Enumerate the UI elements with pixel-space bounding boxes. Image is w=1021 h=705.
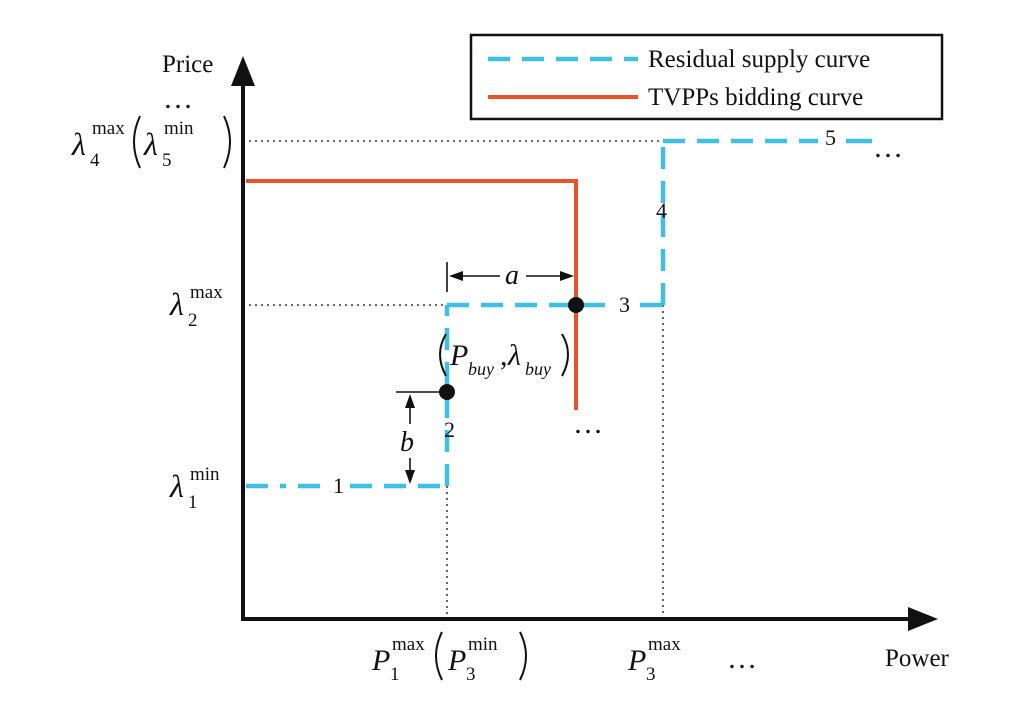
point-label-p-sub: buy (468, 359, 494, 379)
tvpp-curve-line (246, 179, 578, 410)
segment-5-dots: … (873, 131, 903, 164)
annotation-a-label: a (505, 260, 519, 291)
point-label: P buy , λ buy (439, 333, 569, 379)
point-label-lambda: λ (507, 339, 521, 372)
point-label-lambda-sub: buy (525, 359, 551, 379)
annotation-b (396, 391, 444, 484)
segment-label-3: 3 (619, 292, 630, 317)
y-tick-lambda2: λ 2 max (169, 282, 223, 331)
axes (241, 84, 912, 621)
p1-superscript: max (392, 634, 425, 655)
p3b-subscript: 3 (646, 664, 656, 685)
point-label-right-paren (561, 333, 569, 377)
a-left-arrow-icon (449, 271, 463, 281)
lambda5-left-paren (133, 115, 141, 169)
legend-box (469, 33, 944, 121)
point-marker (439, 384, 455, 400)
p1-symbol: P (371, 644, 390, 677)
p3b-superscript: max (648, 634, 681, 655)
p3a-symbol: P (447, 644, 466, 677)
lambda2-subscript: 2 (188, 310, 198, 331)
b-up-arrow-icon (405, 394, 415, 408)
legend-residual-label: Residual supply curve (648, 46, 870, 73)
point-label-left-paren (439, 333, 447, 377)
y-axis-top-dots: … (163, 82, 193, 115)
x-axis-arrow-icon (908, 607, 938, 631)
segment-label-5: 5 (825, 125, 836, 150)
lambda1-symbol: λ (169, 468, 184, 504)
x-tick-p3: P 3 max (627, 634, 681, 685)
p3a-subscript: 3 (466, 664, 476, 685)
tvpp-curve-dots: … (573, 407, 603, 440)
lambda4-symbol: λ (71, 126, 86, 162)
lambda5-superscript: min (164, 118, 194, 139)
intersection-point (568, 297, 584, 313)
x-axis-label: Power (885, 645, 950, 672)
lambda2-symbol: λ (169, 286, 184, 322)
annotation-a (446, 262, 574, 292)
lambda5-symbol: λ (143, 126, 158, 162)
p1-subscript: 1 (390, 664, 400, 685)
p3b-symbol: P (627, 644, 646, 677)
y-tick-lambda1: λ 1 min (169, 464, 220, 513)
legend-tvpp-label: TVPPs bidding curve (648, 84, 863, 111)
segment-label-2: 2 (444, 417, 455, 442)
p3a-superscript: min (468, 634, 498, 655)
segment-label-4: 4 (656, 198, 667, 223)
segment-label-1: 1 (333, 473, 344, 498)
x-axis-right-dots: … (727, 642, 757, 675)
residual-supply-curve (246, 138, 872, 489)
lambda5-subscript: 5 (162, 150, 172, 171)
annotation-b-label: b (400, 427, 414, 458)
lambda4-superscript: max (92, 118, 125, 139)
lambda1-subscript: 1 (188, 492, 198, 513)
y-axis-label: Price (162, 51, 213, 78)
tvpp-bidding-curve (246, 179, 578, 410)
lambda5-right-paren (223, 115, 231, 169)
a-right-arrow-icon (560, 271, 574, 281)
p3-right-paren (519, 631, 527, 681)
lambda4-subscript: 4 (90, 150, 100, 171)
b-down-arrow-icon (405, 470, 415, 484)
lambda1-superscript: min (190, 464, 220, 485)
lambda2-superscript: max (190, 282, 223, 303)
p3-left-paren (435, 631, 443, 681)
x-tick-p1: P 1 max P 3 min (371, 631, 527, 685)
y-tick-lambda4: λ 4 max λ 5 min (71, 115, 231, 171)
segment-labels: 1 2 3 4 5 (333, 125, 836, 498)
point-label-comma: , (500, 339, 508, 372)
y-axis-arrow-icon (231, 56, 255, 86)
reference-lines (243, 140, 664, 617)
legend: Residual supply curve TVPPs bidding curv… (469, 33, 944, 121)
point-label-p: P (449, 339, 468, 372)
